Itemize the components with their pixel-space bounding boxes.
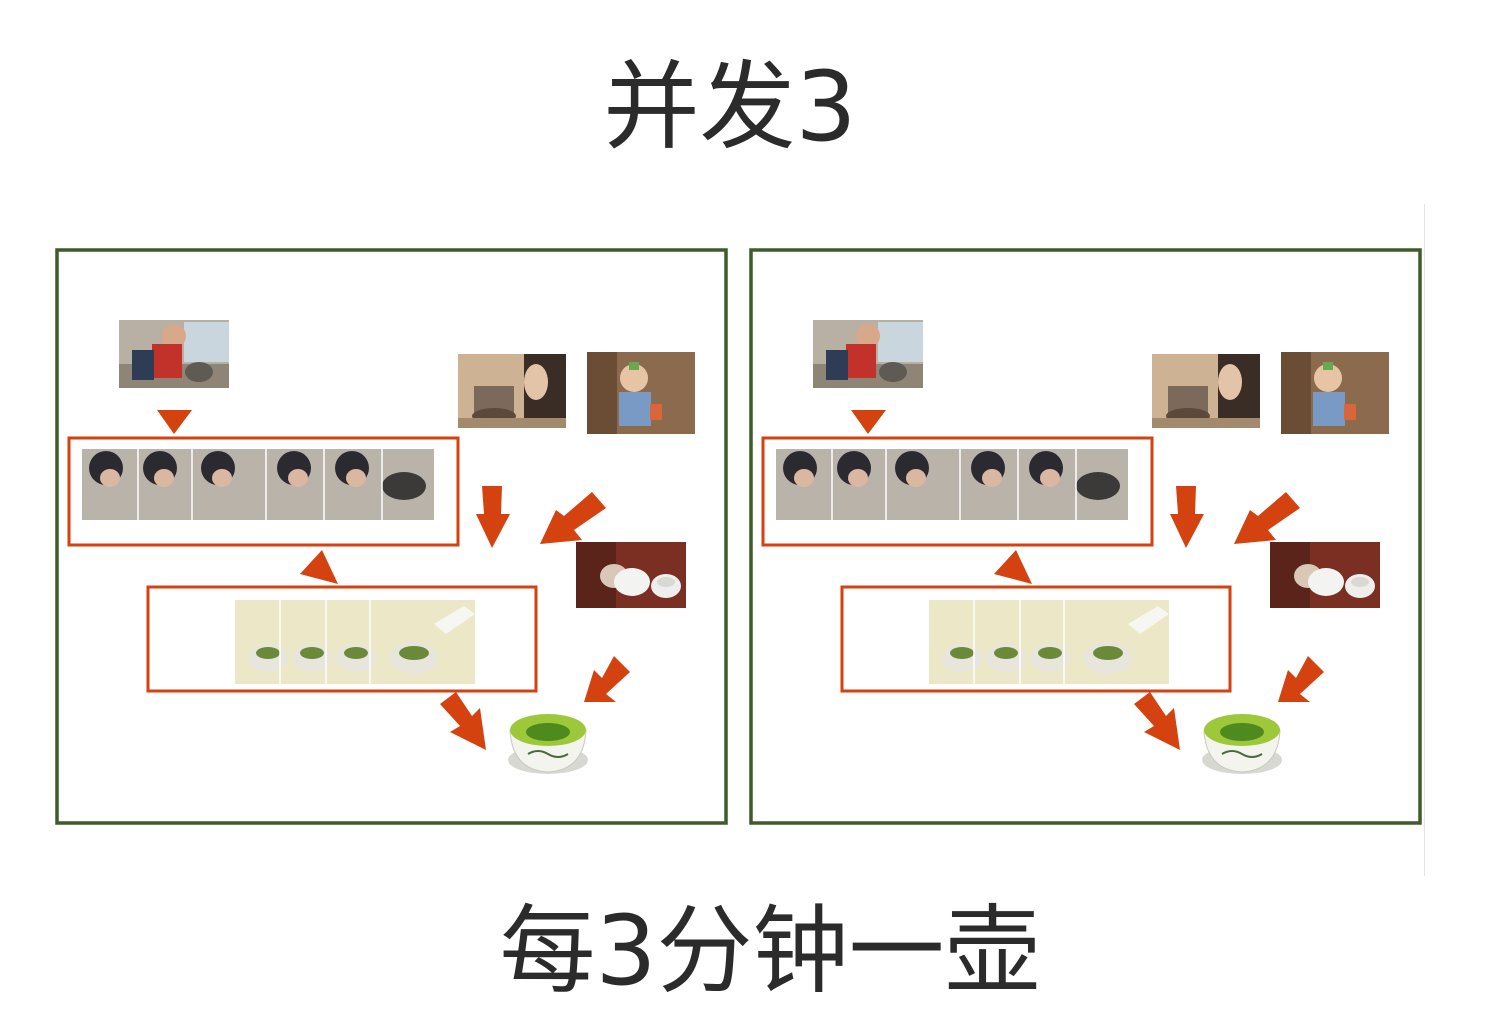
arrow-up-icon <box>994 550 1032 584</box>
brewed-green-tea-cup-photo <box>1202 714 1282 774</box>
page-caption: 每3分钟一壶 <box>499 895 1041 1007</box>
brewed-green-tea-cup-photo <box>508 714 588 774</box>
arrow-down-icon <box>1170 486 1204 548</box>
arrow-down-icon <box>157 410 192 434</box>
child-carrying-kettle-photo <box>119 320 229 388</box>
arrow-down-left-icon <box>1234 492 1300 544</box>
process-diagram-left <box>55 248 728 825</box>
outer-frame <box>55 248 728 825</box>
tea-steeping-frames <box>235 600 475 684</box>
baby-holding-cup-photo <box>1281 352 1389 434</box>
washing-teacups-photo <box>576 542 686 608</box>
woman-pouring-water-photo <box>1152 354 1260 428</box>
arrow-down-left-icon <box>1278 656 1324 702</box>
child-carrying-kettle-photo <box>813 320 923 388</box>
process-arrows <box>851 410 1324 750</box>
arrow-down-left-icon <box>540 492 606 544</box>
process-diagram-right <box>749 248 1422 825</box>
arrow-down-icon <box>851 410 886 434</box>
baby-holding-cup-photo <box>587 352 695 434</box>
page-title: 并发3 <box>603 51 857 163</box>
outer-frame <box>749 248 1422 825</box>
boiling-water-sequence-frame <box>761 436 1154 547</box>
boiling-water-frames <box>776 449 1128 520</box>
divider-line <box>1424 204 1425 876</box>
tea-steeping-sequence-frame <box>840 585 1232 693</box>
boiling-water-frames <box>82 449 434 520</box>
boiling-water-sequence-frame <box>67 436 460 547</box>
arrow-down-left-icon <box>584 656 630 702</box>
tea-steeping-sequence-frame <box>146 585 538 693</box>
arrow-up-icon <box>300 550 338 584</box>
tea-steeping-frames <box>929 600 1169 684</box>
arrow-down-icon <box>476 486 510 548</box>
process-arrows <box>157 410 630 750</box>
washing-teacups-photo <box>1270 542 1380 608</box>
woman-pouring-water-photo <box>458 354 566 428</box>
arrow-down-right-icon <box>1134 692 1180 750</box>
arrow-down-right-icon <box>440 692 486 750</box>
